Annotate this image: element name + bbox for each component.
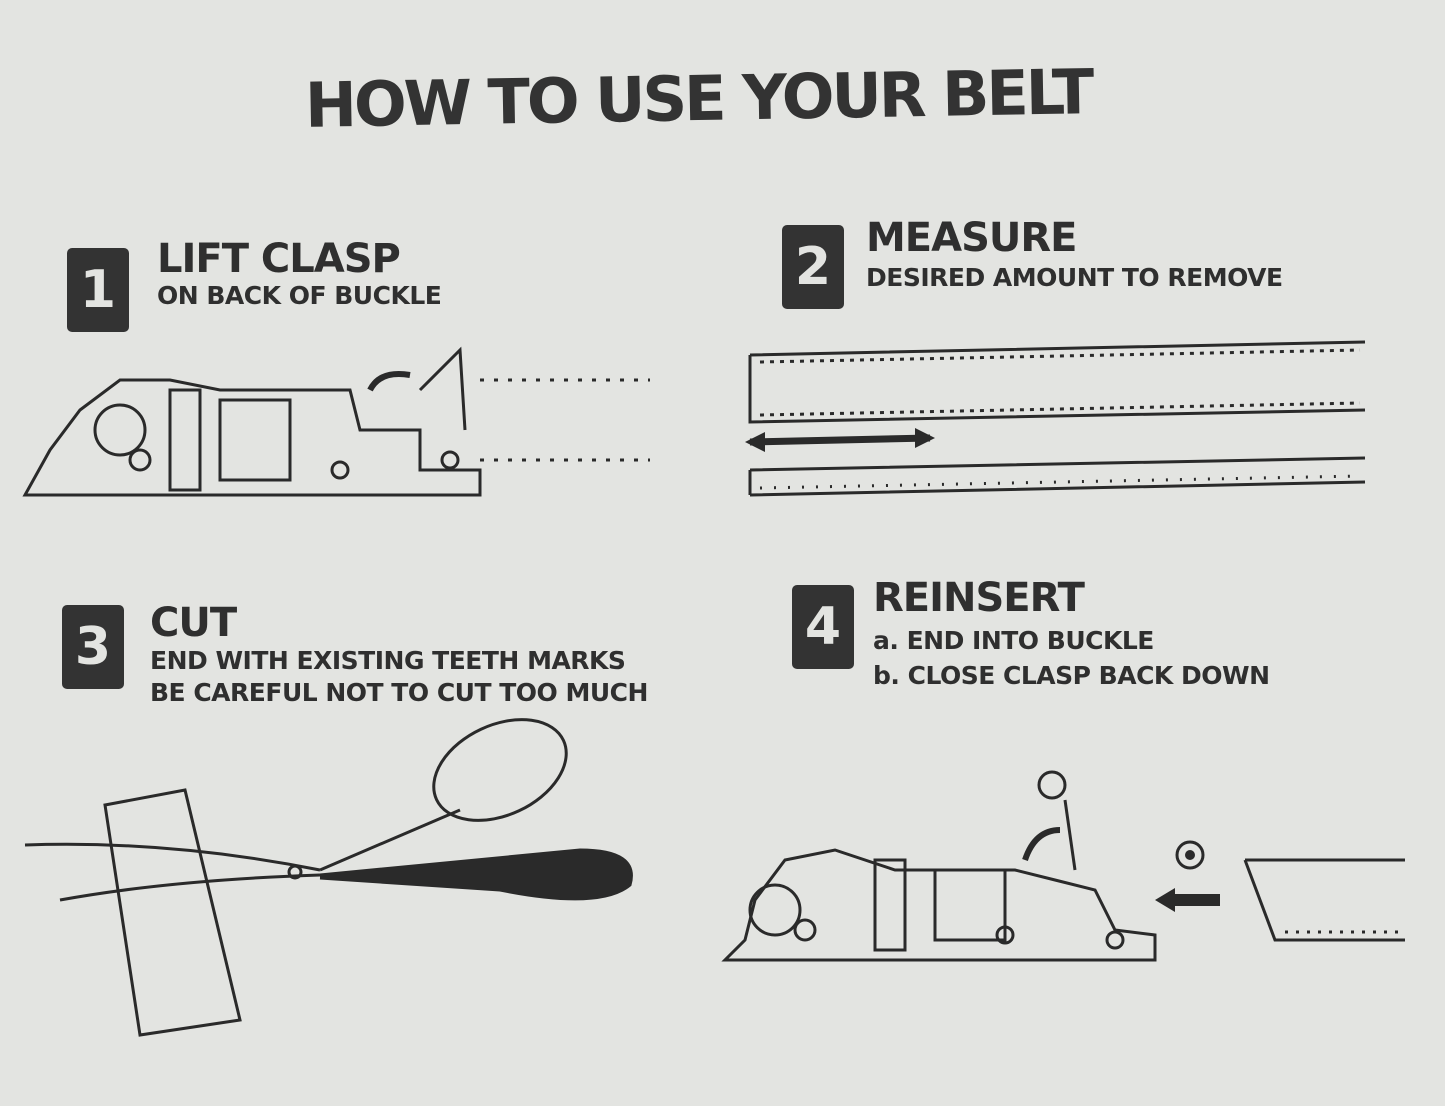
step-3-number-badge: 3	[62, 605, 124, 689]
step-2-number-badge: 2	[782, 225, 844, 309]
step-1-heading: LIFT CLASP	[157, 236, 401, 282]
buckle-lift-clasp-illustration	[22, 346, 650, 497]
step-4-subtext-line-b: b. CLOSE CLASP BACK DOWN	[873, 661, 1270, 690]
step-2-heading: MEASURE	[866, 215, 1077, 261]
scissors-cut-illustration	[24, 718, 633, 1037]
step-1-number-badge: 1	[67, 248, 129, 332]
step-4-subtext-line-a: a. END INTO BUCKLE	[873, 626, 1154, 655]
step-4-number-badge: 4	[792, 585, 854, 669]
step-3-heading: CUT	[150, 600, 237, 646]
belt-measure-illustration	[745, 340, 1366, 497]
step-2-subtext: DESIRED AMOUNT TO REMOVE	[866, 263, 1283, 292]
buckle-reinsert-illustration	[721, 770, 1405, 962]
step-4-heading: REINSERT	[873, 575, 1085, 621]
step-1-subtext: ON BACK OF BUCKLE	[157, 281, 442, 310]
page-title: HOW TO USE YOUR BELT	[304, 55, 1092, 142]
step-3-subtext-line-1: END WITH EXISTING TEETH MARKS	[150, 646, 626, 675]
step-3-subtext-line-2: BE CAREFUL NOT TO CUT TOO MUCH	[150, 678, 648, 707]
